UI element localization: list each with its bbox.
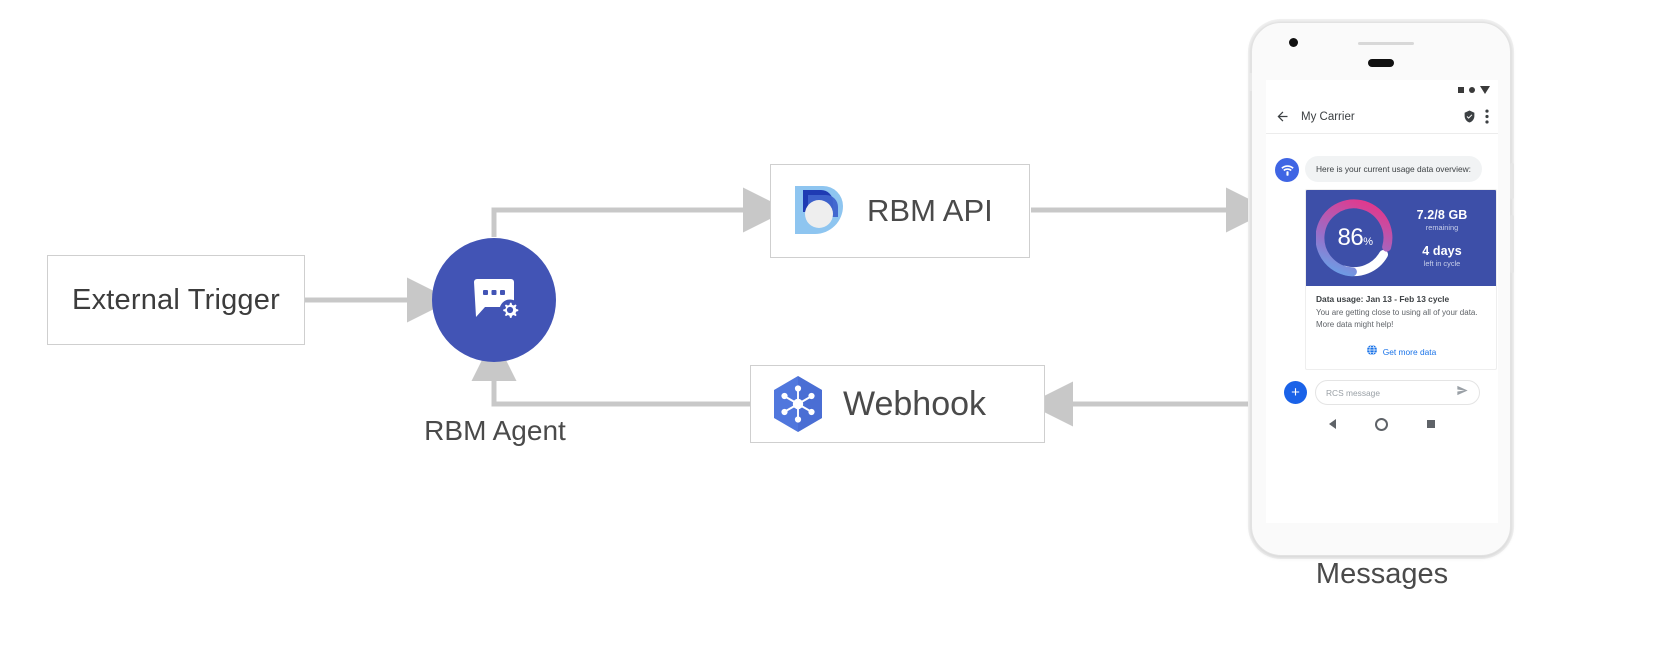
nav-recents-square-icon[interactable] xyxy=(1427,420,1436,429)
send-icon[interactable] xyxy=(1456,384,1469,402)
verified-shield-icon[interactable] xyxy=(1463,110,1476,123)
gauge-percent-unit: % xyxy=(1363,236,1373,249)
plus-icon[interactable]: + xyxy=(1284,381,1307,405)
external-trigger-label: External Trigger xyxy=(72,283,280,316)
card-body: Data usage: Jan 13 - Feb 13 cycle You ar… xyxy=(1306,286,1496,336)
data-usage-media: 86% 7.2/8 GB remaining 4 days left in cy… xyxy=(1306,190,1496,287)
android-nav-bar xyxy=(1275,411,1489,438)
rbm-agent-label: RBM Agent xyxy=(424,415,566,446)
rbm-api-node[interactable]: RBM API xyxy=(770,164,1030,258)
conversation-title: My Carrier xyxy=(1301,110,1355,123)
square-icon xyxy=(1458,87,1464,93)
gauge-percent-number: 86 xyxy=(1337,224,1364,252)
data-remaining-value: 7.2/8 GB xyxy=(1416,208,1468,223)
rbm-api-label: RBM API xyxy=(867,193,993,228)
phone-mockup: My Carrier xyxy=(1249,22,1514,556)
message-bubble: Here is your current usage data overview… xyxy=(1305,156,1483,183)
rbm-agent-node[interactable] xyxy=(432,238,556,362)
phone-volume-button[interactable] xyxy=(1510,215,1514,273)
app-bar: My Carrier xyxy=(1266,100,1498,134)
usage-stats: 7.2/8 GB remaining 4 days left in cycle xyxy=(1394,208,1486,268)
get-more-data-label: Get more data xyxy=(1382,347,1437,358)
carrier-wifi-icon xyxy=(1275,158,1299,183)
message-composer: + RCS message xyxy=(1275,370,1489,412)
card-title: Data usage: Jan 13 - Feb 13 cycle xyxy=(1316,294,1450,305)
gauge-percent-value: 86% xyxy=(1337,224,1374,252)
message-row: Here is your current usage data overview… xyxy=(1275,156,1489,183)
nav-home-circle-icon[interactable] xyxy=(1374,417,1388,431)
card-description-line1: You are getting close to using all of yo… xyxy=(1316,308,1478,318)
phone-screen: My Carrier xyxy=(1266,80,1498,523)
rcs-message-input[interactable]: RCS message xyxy=(1315,380,1480,406)
phone-power-button[interactable] xyxy=(1510,163,1514,199)
triangle-down-icon xyxy=(1480,86,1490,94)
rcs-message-placeholder: RCS message xyxy=(1326,387,1380,398)
arrow-left-icon[interactable] xyxy=(1275,109,1290,124)
get-more-data-button[interactable]: Get more data xyxy=(1306,335,1496,369)
card-description: You are getting close to using all of yo… xyxy=(1316,307,1486,331)
message-thread: Here is your current usage data overview… xyxy=(1266,134,1498,523)
circle-icon xyxy=(1469,87,1475,93)
cloud-functions-hexagon-icon xyxy=(774,376,822,432)
edge-webhook-to-agent xyxy=(471,336,750,407)
edge-agent-to-api xyxy=(491,187,788,237)
webhook-node[interactable]: Webhook xyxy=(750,365,1045,443)
phone-earpiece-icon xyxy=(1368,59,1394,67)
webhook-label: Webhook xyxy=(843,384,987,423)
card-description-line2: More data might help! xyxy=(1316,320,1394,330)
globe-icon xyxy=(1366,343,1378,361)
rich-card[interactable]: 86% 7.2/8 GB remaining 4 days left in cy… xyxy=(1305,189,1497,371)
phone-sim-tray xyxy=(1249,73,1252,91)
days-left-value: 4 days xyxy=(1422,244,1462,259)
nav-back-triangle-icon[interactable] xyxy=(1328,419,1336,430)
chat-gear-icon xyxy=(474,279,521,321)
phone-sensor-line xyxy=(1358,42,1414,45)
more-vertical-icon[interactable] xyxy=(1485,109,1489,124)
external-trigger-node[interactable]: External Trigger xyxy=(47,255,305,345)
messages-label: Messages xyxy=(1315,558,1449,590)
usage-gauge: 86% xyxy=(1315,199,1394,277)
status-bar xyxy=(1266,80,1498,100)
rbm-droplet-icon xyxy=(795,186,843,234)
days-left-label: left in cycle xyxy=(1423,259,1461,269)
data-remaining-label: remaining xyxy=(1425,223,1459,233)
phone-camera-icon xyxy=(1289,38,1298,47)
